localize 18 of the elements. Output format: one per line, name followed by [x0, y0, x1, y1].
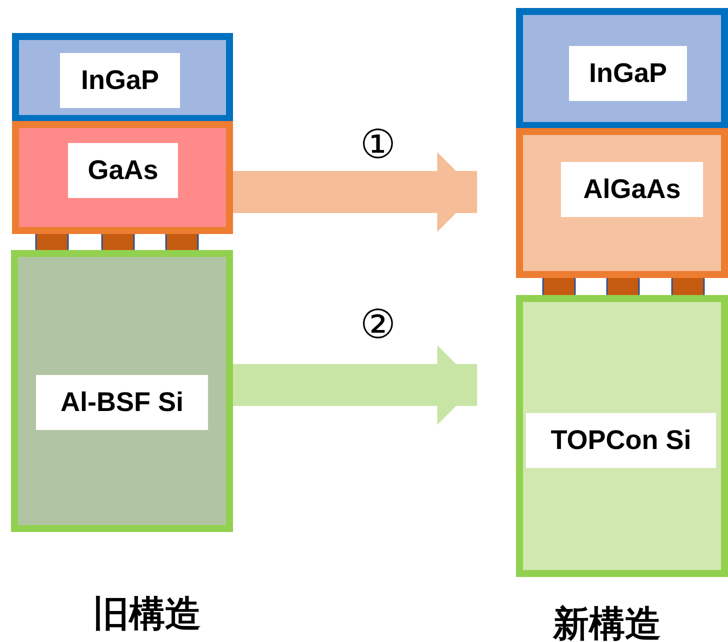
layer-label: Al-BSF Si — [36, 375, 208, 430]
structure-caption: 新構造 — [553, 603, 661, 642]
block-arrow — [233, 152, 478, 232]
layer-box — [12, 121, 233, 234]
layer-box — [11, 250, 233, 532]
layer-box — [516, 128, 728, 278]
layer-label: AlGaAs — [561, 162, 703, 217]
block-arrow — [233, 345, 478, 425]
layer-box — [516, 8, 728, 129]
layer-label: InGaP — [569, 46, 687, 101]
layer-label: InGaP — [60, 53, 180, 108]
layer-box — [12, 33, 233, 122]
step-number: ② — [360, 305, 396, 345]
step-number: ① — [360, 125, 396, 165]
structure-caption: 旧構造 — [93, 593, 201, 637]
layer-label: GaAs — [68, 143, 178, 198]
layer-label: TOPCon Si — [526, 413, 716, 468]
layer-box — [516, 295, 728, 577]
